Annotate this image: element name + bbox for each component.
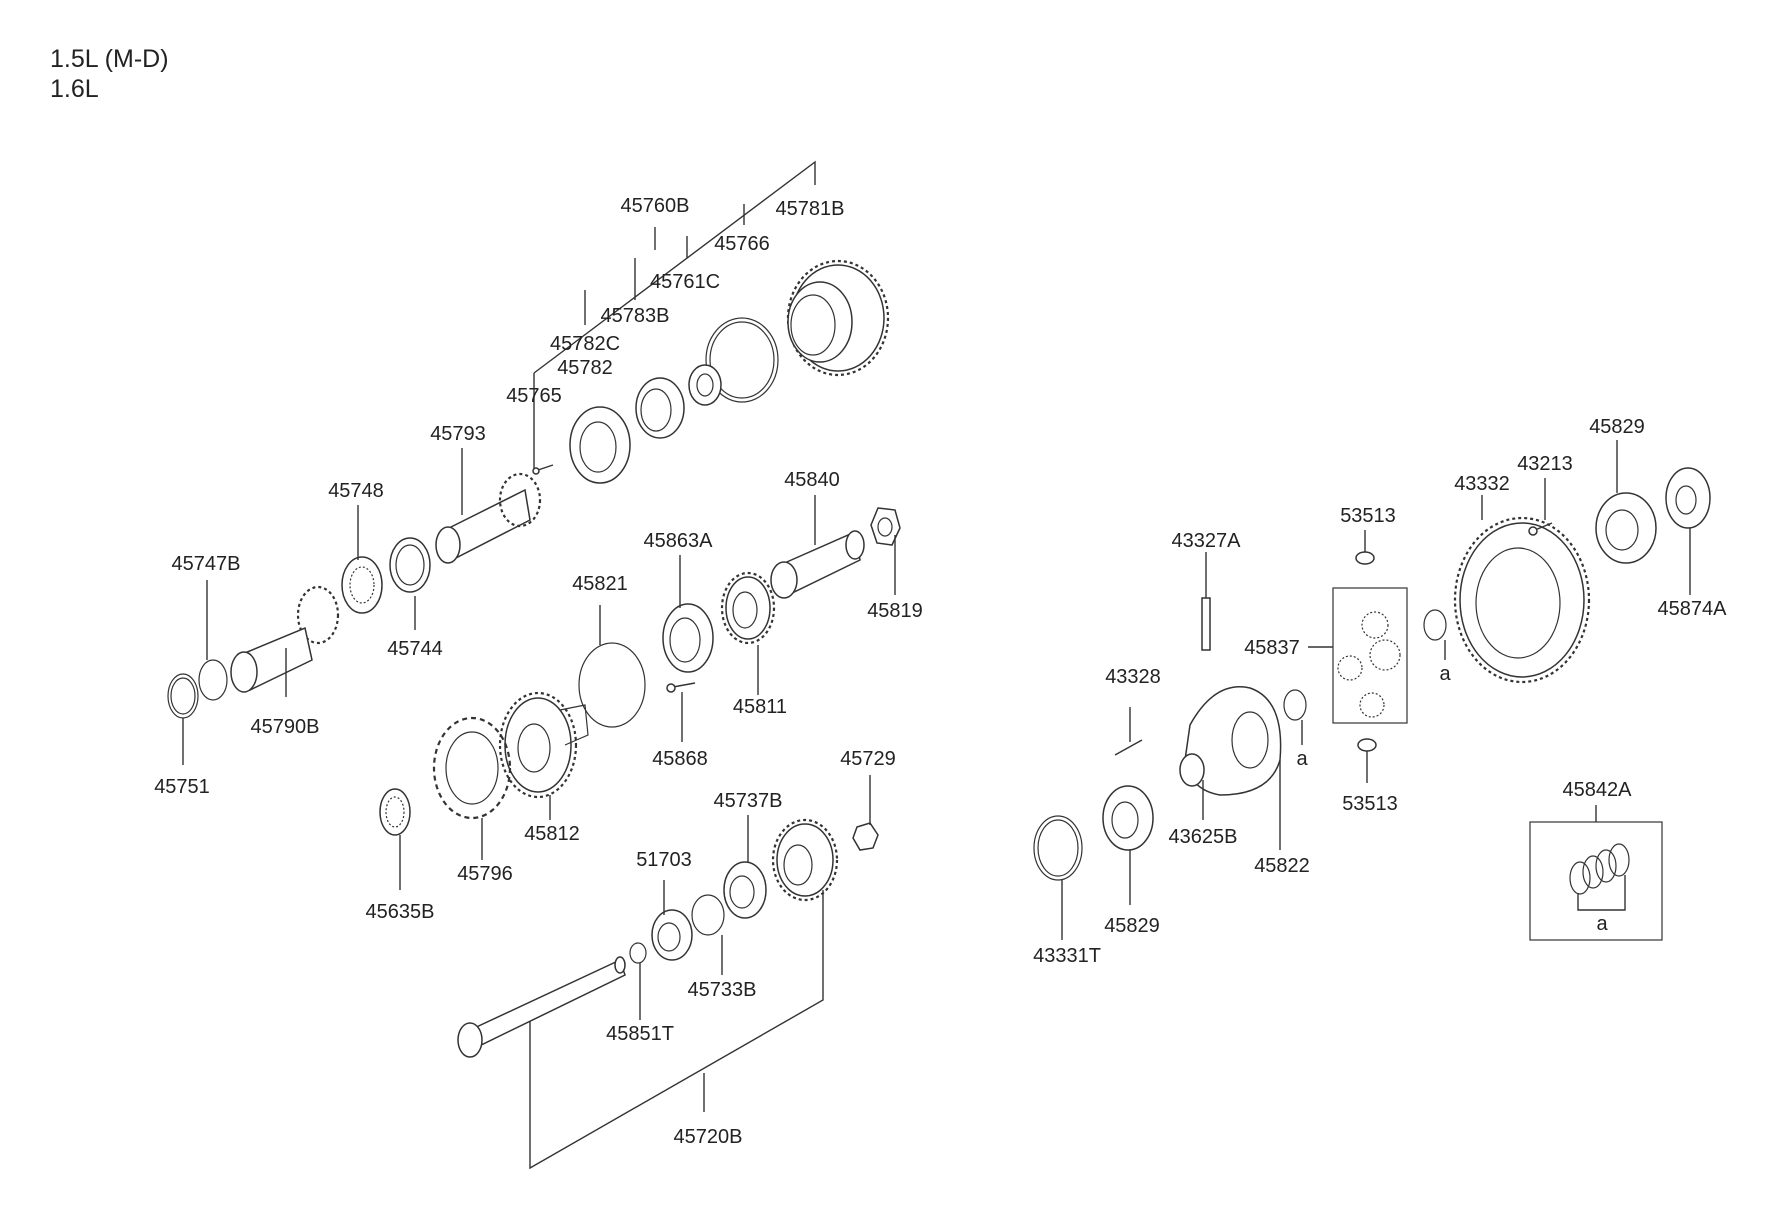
shaft-output bbox=[457, 956, 626, 1058]
washer-53513-top bbox=[1355, 551, 1375, 565]
label-45760B: 45760B bbox=[621, 195, 690, 217]
label-45747B: 45747B bbox=[172, 553, 241, 575]
label-45829-top: 45829 bbox=[1589, 416, 1645, 438]
label-45796: 45796 bbox=[457, 863, 513, 885]
label-45766: 45766 bbox=[714, 233, 770, 255]
ring-43331T bbox=[1033, 815, 1083, 881]
label-45737B: 45737B bbox=[714, 790, 783, 812]
ring-45783B bbox=[635, 377, 685, 439]
ring-45761C bbox=[688, 364, 722, 406]
pin-43327A bbox=[1201, 597, 1211, 651]
label-43331T: 43331T bbox=[1033, 945, 1101, 967]
ring-45821 bbox=[578, 642, 646, 728]
label-45781B: 45781B bbox=[776, 198, 845, 220]
label-45822: 45822 bbox=[1254, 855, 1310, 877]
label-45842A: 45842A bbox=[1563, 779, 1633, 801]
shaft-45840 bbox=[770, 530, 865, 599]
bracket-45760B bbox=[533, 160, 816, 470]
case-45822 bbox=[1179, 686, 1282, 796]
hub-45782 bbox=[569, 406, 631, 484]
label-53513-top: 53513 bbox=[1340, 505, 1396, 527]
label-45729: 45729 bbox=[840, 748, 896, 770]
label-45635B: 45635B bbox=[366, 901, 435, 923]
label-45829-bottom: 45829 bbox=[1104, 915, 1160, 937]
label-45782: 45782 bbox=[557, 357, 613, 379]
bearing-45737B bbox=[723, 861, 767, 919]
pin-45765 bbox=[532, 464, 554, 475]
label-45868: 45868 bbox=[652, 748, 708, 770]
label-45819: 45819 bbox=[867, 600, 923, 622]
bearing-45829-top bbox=[1595, 492, 1657, 564]
label-45874A: 45874A bbox=[1658, 598, 1728, 620]
label-45821: 45821 bbox=[572, 573, 628, 595]
bolt-43213 bbox=[1528, 522, 1553, 536]
bearing-45748 bbox=[341, 556, 383, 614]
label-45790B: 45790B bbox=[251, 716, 320, 738]
bearing-45829-bottom bbox=[1102, 785, 1154, 851]
label-43327A: 43327A bbox=[1172, 530, 1242, 552]
shaft-45793 bbox=[435, 472, 542, 564]
label-45744: 45744 bbox=[387, 638, 443, 660]
label-45863A: 45863A bbox=[644, 530, 714, 552]
ring-45733B bbox=[691, 894, 725, 936]
box-45842A bbox=[1529, 805, 1663, 941]
label-43328: 43328 bbox=[1105, 666, 1161, 688]
ring-45766 bbox=[705, 317, 779, 403]
label-a-box: a bbox=[1596, 913, 1608, 935]
label-45782C: 45782C bbox=[550, 333, 620, 355]
gear-45811 bbox=[720, 571, 776, 645]
label-a-case: a bbox=[1296, 748, 1308, 770]
shaft-45790B bbox=[230, 585, 340, 693]
label-45733B: 45733B bbox=[688, 979, 757, 1001]
bearing-45635B bbox=[379, 788, 411, 836]
label-51703: 51703 bbox=[636, 849, 692, 871]
label-45720B: 45720B bbox=[674, 1126, 743, 1148]
shim-a-upper bbox=[1423, 609, 1447, 641]
shim-a-lower bbox=[1283, 689, 1307, 721]
leaders-left bbox=[182, 448, 896, 1020]
nut-45729 bbox=[852, 822, 879, 851]
sleeve-45796 bbox=[432, 716, 512, 820]
label-45851T: 45851T bbox=[606, 1023, 674, 1045]
header-engine-2: 1.6L bbox=[50, 75, 99, 103]
label-45812: 45812 bbox=[524, 823, 580, 845]
washer-45744 bbox=[389, 537, 431, 593]
bolt-45868 bbox=[666, 682, 696, 693]
label-43332: 43332 bbox=[1454, 473, 1510, 495]
nut-45819 bbox=[870, 507, 901, 546]
seal-45874A bbox=[1665, 467, 1711, 529]
label-45765: 45765 bbox=[506, 385, 562, 407]
label-43625B: 43625B bbox=[1169, 826, 1238, 848]
washer-53513-bottom bbox=[1357, 738, 1377, 752]
gear-45812 bbox=[498, 691, 589, 799]
bearing-51703 bbox=[651, 909, 693, 961]
bracket-45720B bbox=[529, 890, 824, 1170]
label-45837: 45837 bbox=[1244, 637, 1300, 659]
ring-45851T bbox=[629, 942, 647, 964]
gear-45781B bbox=[786, 259, 890, 377]
label-45761C: 45761C bbox=[650, 271, 720, 293]
ring-45747B bbox=[198, 659, 228, 701]
label-45748: 45748 bbox=[328, 480, 384, 502]
pin-43328 bbox=[1114, 739, 1143, 756]
header-engine-1: 1.5L (M-D) bbox=[50, 45, 169, 73]
label-45783B: 45783B bbox=[601, 305, 670, 327]
label-45793: 45793 bbox=[430, 423, 486, 445]
label-45751: 45751 bbox=[154, 776, 210, 798]
label-45811: 45811 bbox=[733, 696, 787, 718]
label-43213: 43213 bbox=[1517, 453, 1573, 475]
label-53513-bottom: 53513 bbox=[1342, 793, 1398, 815]
box-45837 bbox=[1308, 587, 1408, 724]
leaders-right bbox=[1061, 440, 1691, 940]
label-a-ringgear: a bbox=[1439, 663, 1451, 685]
ring-45751 bbox=[167, 673, 199, 719]
part-labels: 45760B 45781B 45766 45761C 45783B 45782C… bbox=[154, 195, 1727, 1148]
gear-43332 bbox=[1453, 516, 1591, 684]
gear-45720B bbox=[771, 818, 839, 902]
label-45840: 45840 bbox=[784, 469, 840, 491]
bearing-45863A bbox=[662, 603, 714, 673]
